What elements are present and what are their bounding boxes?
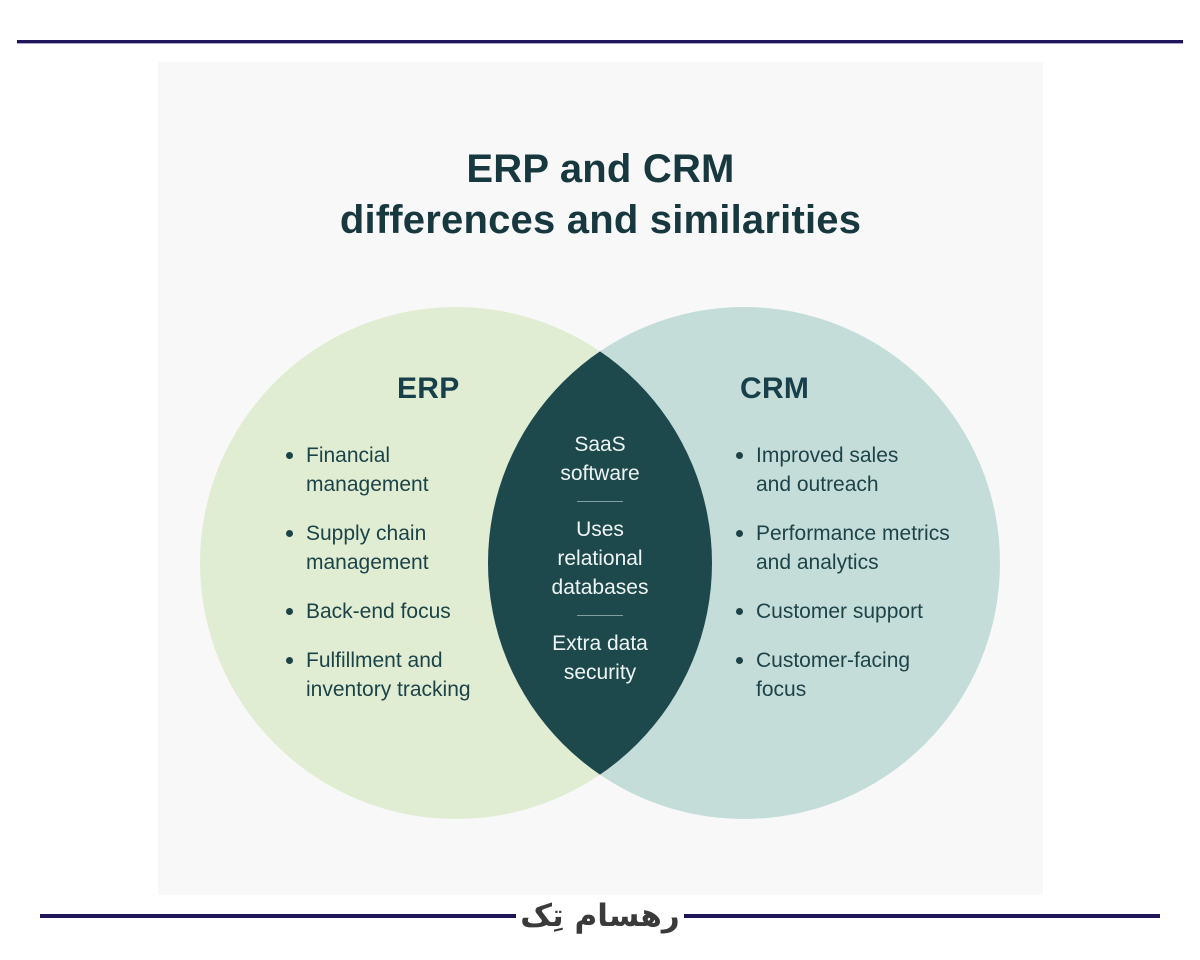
- overlap-item-text: SaaS software: [560, 433, 640, 485]
- crm-heading: CRM: [740, 372, 810, 405]
- crm-bullet-list: Improved sales and outreach Performance …: [736, 441, 982, 724]
- overlap-content: SaaS software Uses relational databases …: [512, 430, 688, 687]
- list-item: Improved sales and outreach: [736, 441, 982, 499]
- list-item: Supply chain management: [286, 519, 524, 577]
- overlap-item-text: Uses relational databases: [551, 518, 649, 599]
- venn-diagram: [200, 307, 1000, 819]
- list-item: Customer-facing focus: [736, 646, 982, 704]
- footer: رهسام تِک: [40, 893, 1161, 939]
- bullet-dot-icon: [286, 657, 293, 664]
- bottom-rule-right: [683, 914, 1161, 918]
- list-item: Customer support: [736, 597, 982, 626]
- top-rule: [17, 40, 1183, 44]
- bullet-dot-icon: [286, 608, 293, 615]
- erp-item-text: Back-end focus: [306, 600, 451, 623]
- overlap-lens: [488, 307, 712, 819]
- erp-heading: ERP: [397, 372, 460, 405]
- erp-item-text: Supply chain management: [306, 522, 429, 574]
- crm-item-text: Performance metrics and analytics: [756, 522, 950, 574]
- list-item: Financial management: [286, 441, 524, 499]
- crm-item-text: Improved sales and outreach: [756, 444, 899, 496]
- bullet-dot-icon: [736, 530, 743, 537]
- erp-item-text: Financial management: [306, 444, 429, 496]
- page-title: ERP and CRM differences and similarities: [339, 147, 862, 243]
- bullet-dot-icon: [736, 657, 743, 664]
- overlap-divider: [577, 615, 623, 616]
- crm-item-text: Customer support: [756, 600, 923, 623]
- bullet-dot-icon: [736, 608, 743, 615]
- brand-logo-text: رهسام تِک: [520, 898, 680, 934]
- bullet-dot-icon: [286, 530, 293, 537]
- crm-item-text: Customer-facing focus: [756, 649, 911, 701]
- bullet-dot-icon: [286, 452, 293, 459]
- list-item: Back-end focus: [286, 597, 524, 626]
- list-item: Performance metrics and analytics: [736, 519, 982, 577]
- bottom-rule-left: [40, 914, 517, 918]
- overlap-item-text: Extra data security: [552, 632, 648, 684]
- erp-bullet-list: Financial management Supply chain manage…: [286, 441, 524, 724]
- bullet-dot-icon: [736, 452, 743, 459]
- erp-item-text: Fulfillment and inventory tracking: [306, 649, 471, 701]
- overlap-divider: [577, 501, 623, 502]
- list-item: Fulfillment and inventory tracking: [286, 646, 524, 704]
